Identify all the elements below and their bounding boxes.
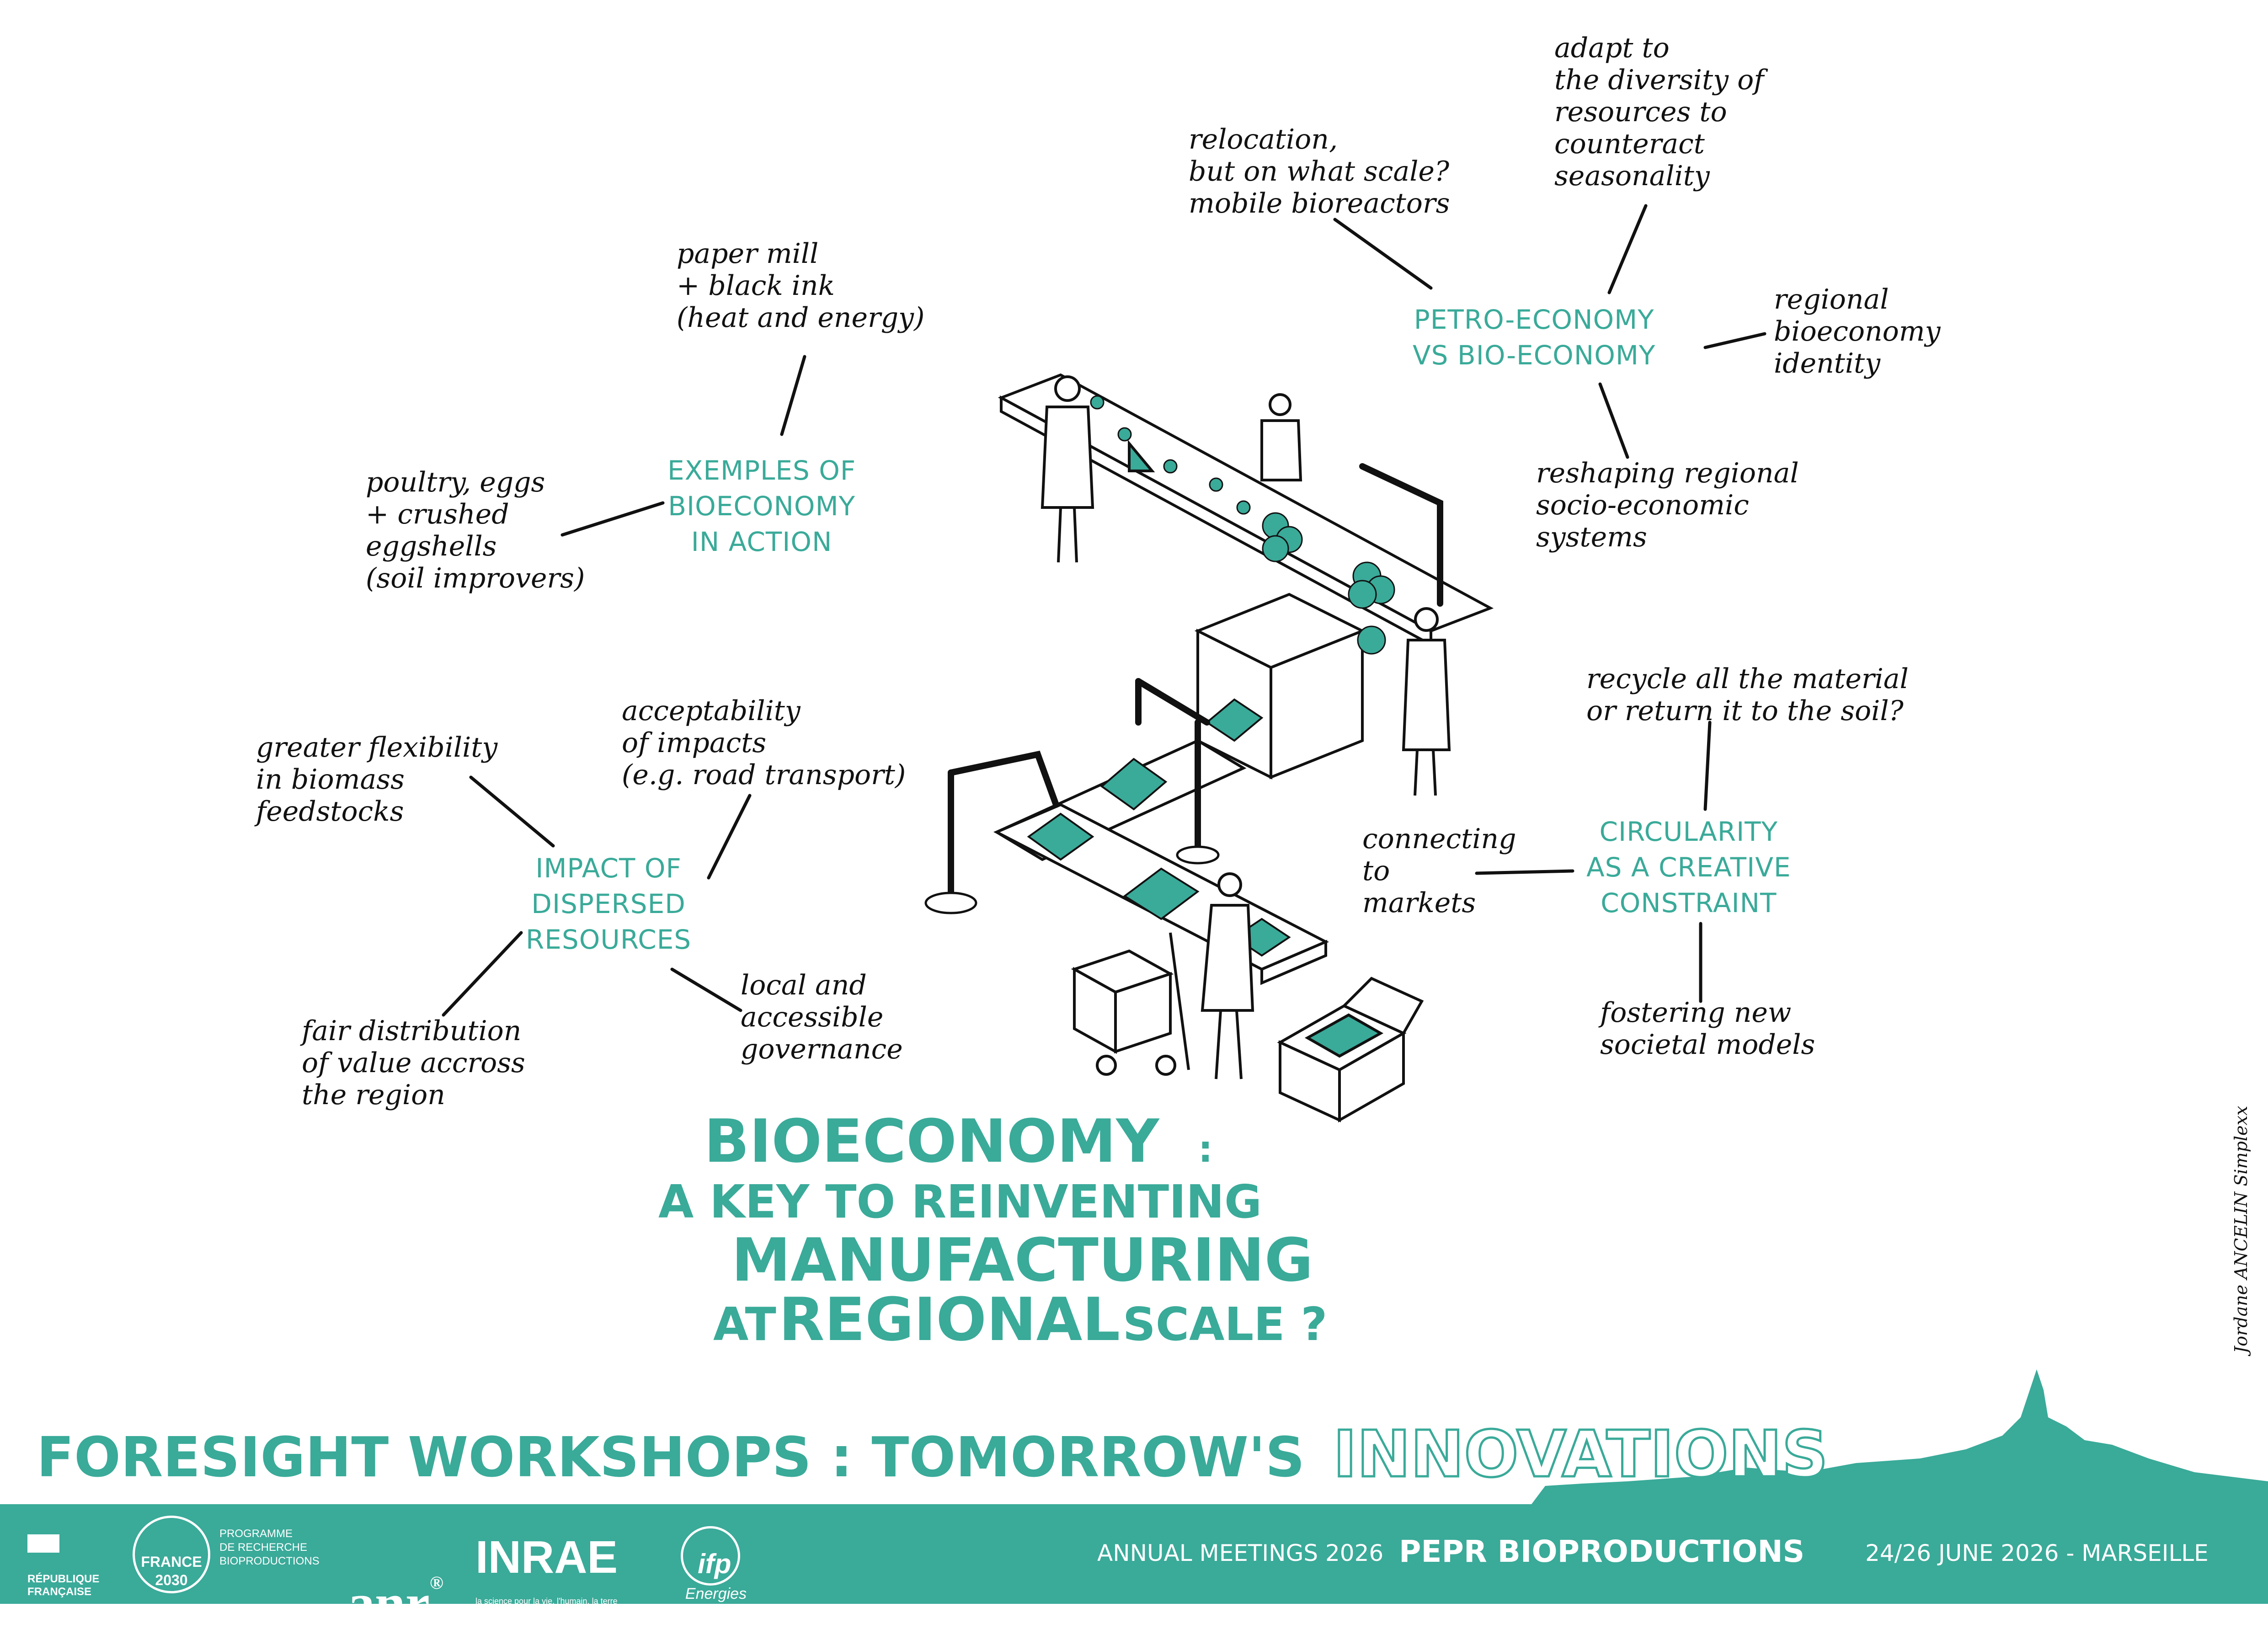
bio-cells <box>1090 395 1395 655</box>
worker-figure <box>1260 393 1302 481</box>
inrae-text: INRAE <box>475 1532 618 1583</box>
connector-line <box>1607 204 1648 294</box>
ifp-subtitle: Energies nouvelles <box>685 1585 751 1619</box>
banner-innovations: INNOVATIONS <box>1332 1416 1829 1493</box>
footer-band <box>0 1504 2268 1604</box>
title-line-3: MANUFACTURING <box>731 1225 1313 1295</box>
worker-figure <box>1402 607 1451 796</box>
theme-petro: PETRO-ECONOMY VS BIO-ECONOMY <box>1413 304 1656 371</box>
event-dates: 24/26 JUNE 2026 - MARSEILLE <box>1865 1540 2209 1566</box>
anr-text: anr <box>347 1573 430 1634</box>
artist-credit: Jordane ANCELIN Simplexx <box>2231 1106 2251 1353</box>
title-scale: SCALE ? <box>1122 1298 1328 1351</box>
ifp-text: ifp <box>698 1549 731 1579</box>
note-acceptability: acceptability of impacts (e.g. road tran… <box>622 695 906 791</box>
connector-line <box>670 967 742 1012</box>
note-paper-mill: paper mill + black ink (heat and energy) <box>677 238 925 334</box>
conveyor-illustration <box>442 204 2268 1504</box>
workshop-banner: FORESIGHT WORKSHOPS : TOMORROW'S INNOVAT… <box>37 1416 1829 1493</box>
republique-text: RÉPUBLIQUE FRANÇAISE <box>27 1573 100 1598</box>
title-bioeconomy: BIOECONOMY <box>704 1106 1159 1176</box>
republique-motto: Liberté Égalité Fraternité <box>27 1615 55 1637</box>
pepr-bioproductions: PEPR BIOPRODUCTIONS <box>1399 1534 1805 1569</box>
note-adapt: adapt to the diversity of resources to c… <box>1554 32 1764 192</box>
note-relocation: relocation, but on what scale? mobile bi… <box>1189 123 1450 219</box>
connector-line <box>442 931 523 1017</box>
theme-exemples: EXEMPLES OF BIOECONOMY IN ACTION <box>667 455 856 557</box>
annual-meetings: ANNUAL MEETINGS 2026 <box>1097 1540 1384 1566</box>
note-regional-identity: regional bioeconomy identity <box>1774 283 1941 379</box>
connector-line <box>1703 332 1766 349</box>
robot-base <box>1176 845 1220 865</box>
connector-line <box>1333 218 1433 290</box>
inrae-tagline: la science pour la vie, l'humain, la ter… <box>475 1597 618 1606</box>
republique-francaise-logo: RÉPUBLIQUE FRANÇAISE Liberté Égalité Fra… <box>27 1518 99 1645</box>
worker-figure <box>1201 872 1254 1079</box>
connector-line <box>469 775 555 848</box>
connector-line <box>707 794 752 880</box>
france-2030-text: FRANCE 2030 <box>141 1554 202 1588</box>
note-reshaping: reshaping regional socio-economic system… <box>1536 457 1799 553</box>
hand-trolley <box>1071 932 1190 1076</box>
title-regional: REGIONAL <box>779 1285 1121 1354</box>
title-line-1: BIOECONOMY : <box>704 1106 1213 1176</box>
title-line-2: A KEY TO REINVENTING <box>658 1175 1262 1228</box>
theme-impact: IMPACT OF DISPERSED RESOURCES <box>526 853 692 955</box>
note-local-governance: local and accessible governance <box>741 969 903 1065</box>
connector-line <box>560 501 665 537</box>
title-colon: : <box>1198 1128 1213 1170</box>
processing-box <box>1194 593 1366 780</box>
ifp-logo: ifp Energies nouvelles <box>677 1518 751 1618</box>
worker-figure <box>1041 375 1155 563</box>
france-2030-logo: FRANCE 2030 <box>133 1516 210 1593</box>
anr-logo: anr® <box>320 1509 443 1635</box>
connector-line <box>1703 721 1712 811</box>
inrae-logo: INRAE la science pour la vie, l'humain, … <box>475 1518 618 1614</box>
connector-line <box>780 355 806 436</box>
robot-base <box>924 892 977 914</box>
marseille-skyline <box>1532 1369 2268 1504</box>
note-fostering: fostering new societal models <box>1600 997 1815 1061</box>
product-tiles <box>1027 698 1291 957</box>
note-flexibility: greater flexibility in biomass feedstock… <box>256 732 498 828</box>
title-line-4: AT REGIONAL SCALE ? <box>713 1285 1327 1354</box>
note-recycle: recycle all the material or return it to… <box>1586 663 1909 727</box>
marianne-icon <box>27 1534 59 1553</box>
connector-line <box>1598 382 1629 459</box>
registered-icon: ® <box>430 1572 443 1593</box>
note-connecting: connecting to markets <box>1362 823 1516 919</box>
robot-arm <box>948 463 1443 899</box>
connector-line <box>1475 869 1574 875</box>
note-poultry: poultry, eggs + crushed eggshells (soil … <box>366 466 585 594</box>
open-box <box>1277 977 1424 1123</box>
theme-circularity: CIRCULARITY AS A CREATIVE CONSTRAINT <box>1586 816 1791 919</box>
note-fair-distribution: fair distribution of value accross the r… <box>302 1015 525 1111</box>
programme-text: PROGRAMME DE RECHERCHE BIOPRODUCTIONS <box>219 1528 320 1567</box>
title-at: AT <box>713 1298 776 1351</box>
banner-foresight: FORESIGHT WORKSHOPS : TOMORROW'S <box>37 1426 1305 1490</box>
